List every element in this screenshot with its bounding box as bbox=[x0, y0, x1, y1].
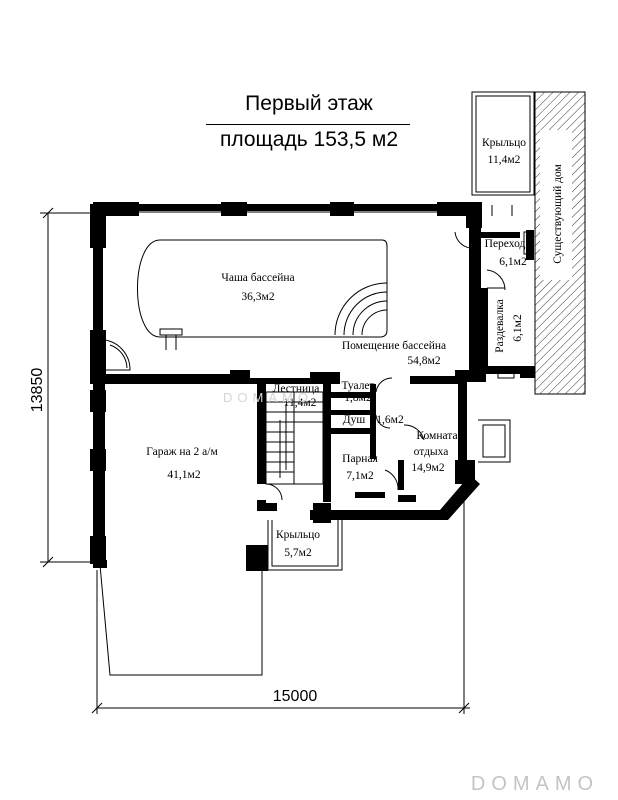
windows bbox=[94, 205, 437, 536]
porch-bottom-area: 5,7м2 bbox=[284, 547, 312, 559]
bay-window bbox=[478, 419, 511, 463]
passage-name: Переход bbox=[485, 238, 526, 250]
doors bbox=[104, 230, 506, 501]
stairs bbox=[265, 391, 324, 485]
toilet-name: Туалет bbox=[341, 380, 374, 392]
lounge-name-line1: Комната bbox=[416, 430, 457, 442]
shower-area: 1,6м2 bbox=[376, 414, 404, 426]
existing-house-label: Существующий дом bbox=[552, 163, 564, 263]
watermark-corner: DOMAMO bbox=[471, 773, 599, 795]
pool-bowl bbox=[137, 239, 388, 350]
porch-bottom bbox=[267, 520, 343, 571]
floor-area-subtitle: площадь 153,5 м2 bbox=[219, 128, 399, 151]
lounge-name-line2: отдыха bbox=[414, 446, 449, 458]
shower-name: Душ bbox=[343, 414, 366, 426]
width-dimension: 15000 bbox=[273, 688, 318, 705]
porch-bottom-name: Крыльцо bbox=[276, 529, 320, 541]
stairs-area: 11,4м2 bbox=[284, 397, 317, 409]
watermark-center: DOMAMO bbox=[223, 390, 313, 405]
garage-area: 41,1м2 bbox=[167, 469, 200, 481]
dimension-lines bbox=[40, 207, 470, 714]
changing-fixtures bbox=[497, 231, 533, 379]
existing-house bbox=[534, 91, 586, 395]
sauna-area: 7,1м2 bbox=[346, 470, 374, 482]
pool-bowl-name: Чаша бассейна bbox=[221, 272, 294, 284]
changing-area: 6,1м2 bbox=[512, 314, 524, 342]
pool-room-area: 54,8м2 bbox=[407, 355, 440, 367]
garage-name: Гараж на 2 а/м bbox=[146, 446, 218, 458]
pool-room-name: Помещение бассейна bbox=[342, 340, 446, 352]
stairs-name: Лестница bbox=[273, 383, 320, 395]
porch-top-name: Крыльцо bbox=[482, 137, 526, 149]
walls bbox=[90, 202, 535, 571]
height-dimension: 13850 bbox=[29, 368, 46, 413]
changing-name: Раздевалка bbox=[494, 299, 506, 353]
title-underline bbox=[206, 124, 410, 125]
pool-bowl-area: 36,3м2 bbox=[241, 291, 274, 303]
lounge-area: 14,9м2 bbox=[411, 462, 444, 474]
sauna-name: Парная bbox=[342, 453, 378, 465]
floor-title: Первый этаж bbox=[245, 92, 373, 115]
driveway bbox=[99, 564, 263, 676]
toilet-area: 1,8м2 bbox=[344, 392, 372, 404]
porch-top bbox=[471, 91, 535, 216]
passage-area: 6,1м2 bbox=[499, 256, 527, 268]
porch-top-area: 11,4м2 bbox=[488, 154, 521, 166]
